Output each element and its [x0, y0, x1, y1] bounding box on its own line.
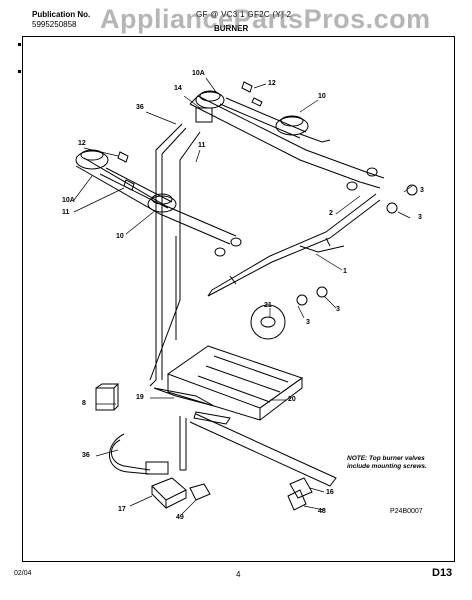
callout-1: 1 [343, 268, 347, 275]
callout-16: 16 [326, 489, 334, 496]
model-number: GF @ VC3 1 GF2C (Y) 2 [196, 10, 292, 19]
rear-burner-assembly [189, 81, 385, 189]
callout-3-c: 3 [306, 319, 310, 326]
callout-36-bottom: 36 [82, 452, 90, 459]
diagram-frame [22, 36, 455, 562]
callout-10-top: 10 [318, 93, 326, 100]
margin-mark [18, 43, 21, 46]
tubing [149, 123, 201, 387]
callout-3-a: 3 [420, 187, 424, 194]
callout-3-d: 3 [336, 306, 340, 313]
footer-section-code: D13 [432, 567, 453, 579]
bracket [153, 387, 231, 471]
front-burner-assembly [75, 149, 237, 245]
safety-valve [151, 477, 211, 510]
valves [214, 167, 418, 306]
callout-10-left: 10 [116, 233, 124, 240]
callout-20: 20 [288, 396, 296, 403]
burner-cap [250, 304, 286, 340]
footer-date: 02/04 [14, 570, 32, 577]
margin-mark [18, 70, 21, 73]
callout-8: 8 [82, 400, 86, 407]
header-rule [22, 36, 455, 37]
publication-number: 5995250858 [32, 20, 77, 29]
callout-19: 19 [136, 394, 144, 401]
callout-21: 21 [264, 302, 272, 309]
figure-code: P24B0007 [390, 508, 423, 515]
callout-10a-top: 10A [192, 70, 205, 77]
callout-12-top: 12 [268, 80, 276, 87]
watermark: AppliancePartsPros.com [100, 4, 431, 34]
callout-48: 48 [318, 508, 326, 515]
pilot-bracket [287, 477, 313, 511]
callout-10a-left: 10A [62, 197, 75, 204]
callout-11-top: 11 [198, 142, 206, 149]
oven-burner [166, 345, 304, 421]
callout-2: 2 [329, 210, 333, 217]
callout-14: 14 [174, 85, 182, 92]
leader-lines [73, 77, 413, 515]
publication-label: Publication No. [32, 10, 91, 19]
section-title: BURNER [214, 24, 249, 33]
callout-36-top: 36 [136, 104, 144, 111]
note-text: NOTE: Top burner valves include mounting… [347, 455, 427, 470]
callout-3-b: 3 [418, 214, 422, 221]
igniter [95, 383, 120, 411]
footer-page-number: 4 [236, 570, 241, 579]
callout-49: 49 [176, 514, 184, 521]
manifold-pipe [207, 193, 381, 297]
callout-11-left: 11 [62, 209, 70, 216]
callout-17: 17 [118, 506, 126, 513]
callout-12-left: 12 [78, 140, 86, 147]
oven-pipe [109, 413, 337, 487]
